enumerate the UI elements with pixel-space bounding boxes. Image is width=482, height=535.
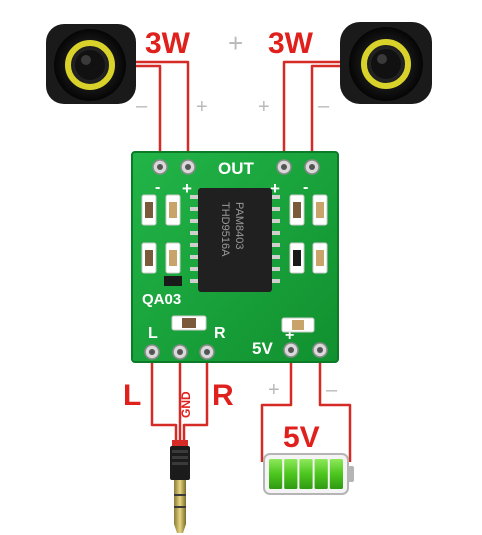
chip-marking-line2: THD9516A [219,202,231,257]
battery-cell [269,459,283,489]
speaker-right [340,22,432,104]
right-speaker-plus-label: + [258,96,270,118]
audio-jack-icon [170,440,190,533]
chip-pins-right [270,195,280,283]
board-out-plus-left: + [182,179,192,198]
smd-components-left [141,194,182,286]
board-silk-r: R [214,325,226,342]
battery-cell [284,459,298,489]
speaker-icon [340,22,432,104]
amplifier-chip: PAM8403 THD9516A [190,188,280,292]
audio-jack [170,440,190,533]
left-speaker-minus-label: – [136,95,148,117]
battery-icon [263,453,354,495]
board-out-minus-right: - [303,179,308,196]
right-speaker-minus-label: – [318,95,330,117]
chip-body [198,188,272,292]
board-out-plus-right: + [270,179,280,198]
left-speaker-plus-label: + [196,96,208,118]
wire-input-left [150,355,178,445]
input-left-label: L [123,379,141,412]
input-gnd-label: GND [179,391,193,418]
battery-minus-label: – [326,379,338,401]
center-plus-label: + [228,28,243,58]
wire-power-minus [318,350,352,462]
battery-plus-label: + [268,379,280,401]
chip-marking-line1: PAM8403 [233,202,245,250]
battery-cell [314,459,328,489]
speaker-left [46,24,136,104]
power-label-left: 3W [145,27,191,60]
amplifier-board: OUT - + + - [131,151,339,363]
battery-cells [269,459,343,489]
board-silk-l: L [148,325,158,342]
wire-input-right [182,355,209,445]
wire-power-plus [260,350,293,462]
input-pads [144,342,328,360]
board-out-minus-left: - [155,179,160,196]
battery-terminal [348,466,354,482]
power-label-right: 3W [268,27,314,60]
battery-cell [329,459,343,489]
battery [263,453,354,495]
output-pads [152,159,320,175]
board-silk-5v: 5V [252,339,273,358]
board-silk-5v-plus: + [285,327,294,344]
wire-right-speaker-plus [282,60,340,165]
battery-voltage-label: 5V [283,421,320,454]
wire-right-speaker-minus [310,64,352,165]
chip-pins-left [190,195,200,283]
input-right-label: R [212,379,234,412]
board-out-label: OUT [218,159,255,178]
speaker-icon [46,24,136,104]
board-model-label: QA03 [142,291,181,308]
battery-cell [299,459,313,489]
smd-components-right [289,194,328,274]
